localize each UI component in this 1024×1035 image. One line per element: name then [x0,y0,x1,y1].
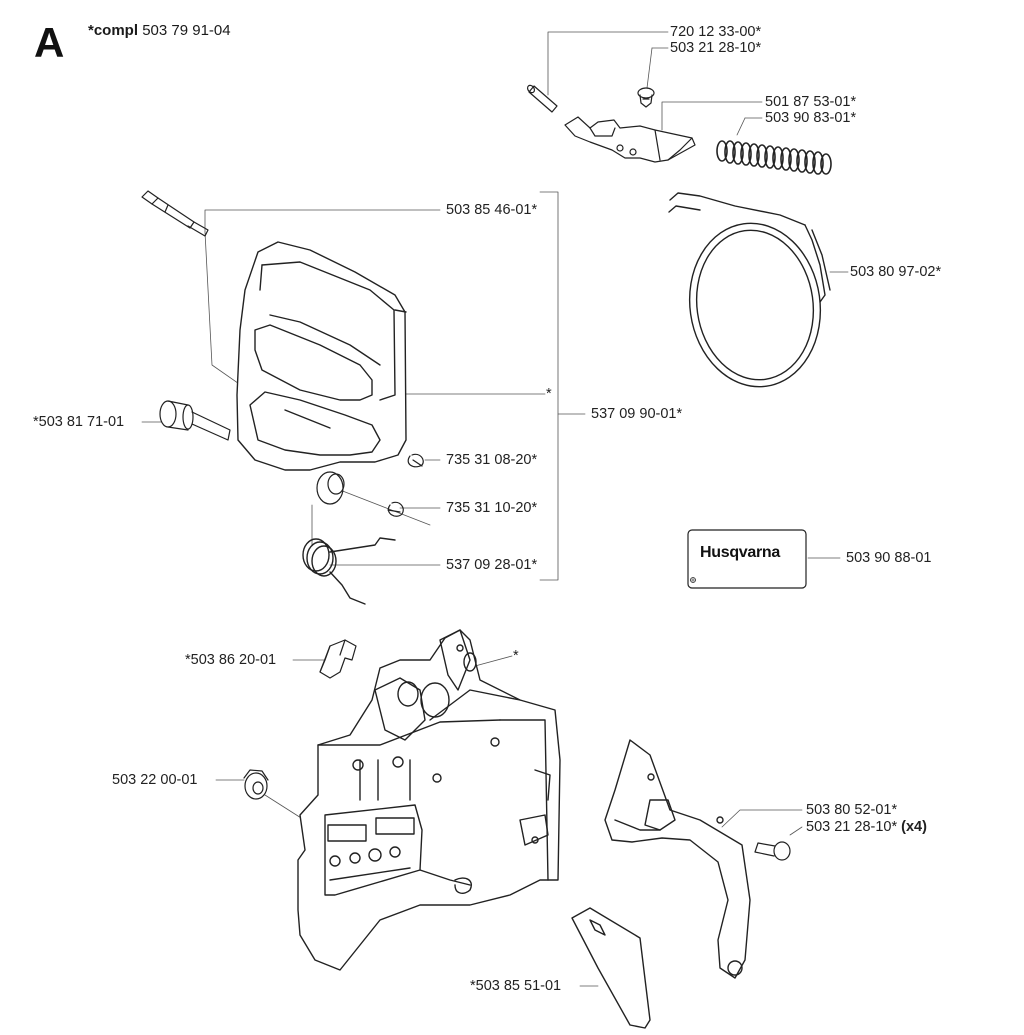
circlip-parts [387,453,424,517]
callout-c1: 720 12 33-00* [670,24,762,40]
long-bolt-part [141,190,209,237]
kit-reference: *compl 503 79 91-04 [88,22,231,39]
callout-c6: 503 80 97-02* [850,264,942,280]
callout-c19: *503 85 51-01 [470,978,562,994]
decal-part [687,529,807,589]
kit-number: 503 79 91-04 [142,22,231,39]
callout-c5: 503 85 46-01* [446,202,538,218]
callout-c8: 537 09 90-01* [591,406,683,422]
callout-c11: 735 31 10-20* [446,500,538,516]
spacer-sleeve-part [316,471,345,505]
bushing-screw-part [159,400,231,441]
brake-band-part [668,192,831,388]
small-screw-part [637,87,655,108]
flange-nut-part [243,769,269,800]
callout-c16: 503 22 00-01 [112,772,198,788]
callout-c17: 503 80 52-01* [806,802,898,818]
brake-housing-part [297,629,561,971]
callout-c18-part: 503 21 28-10* [806,819,898,835]
callout-c2: 503 21 28-10* [670,40,762,56]
callout-c18-quantity: (x4) [901,819,927,835]
coil-spring-part [716,140,832,175]
callout-c18: 503 21 28-10* (x4) [806,819,927,835]
kit-prefix: *compl [88,22,139,39]
pin-part [526,84,558,113]
callout-c4: 503 90 83-01* [765,110,857,126]
callout-c14: *503 86 20-01 [185,652,277,668]
cover-screw-part [754,841,791,861]
callout-c12: 537 09 28-01* [446,557,538,573]
hand-guard-part [236,241,407,471]
callout-c7: * [546,386,552,402]
torsion-spring-part [302,537,396,605]
section-letter: A [34,19,65,66]
callout-c10: 735 31 08-20* [446,452,538,468]
clutch-cover-bracket-part [604,739,751,979]
bracket-clip-part [319,639,357,679]
callout-c15: * [513,648,519,664]
callout-c13: 503 90 88-01 [846,550,932,566]
brake-lever-part [564,116,696,163]
callout-c9: *503 81 71-01 [33,414,125,430]
decal-brand-logo: Husqvarna [700,544,780,561]
callout-c3: 501 87 53-01* [765,94,857,110]
guide-plate-part [571,907,651,1029]
